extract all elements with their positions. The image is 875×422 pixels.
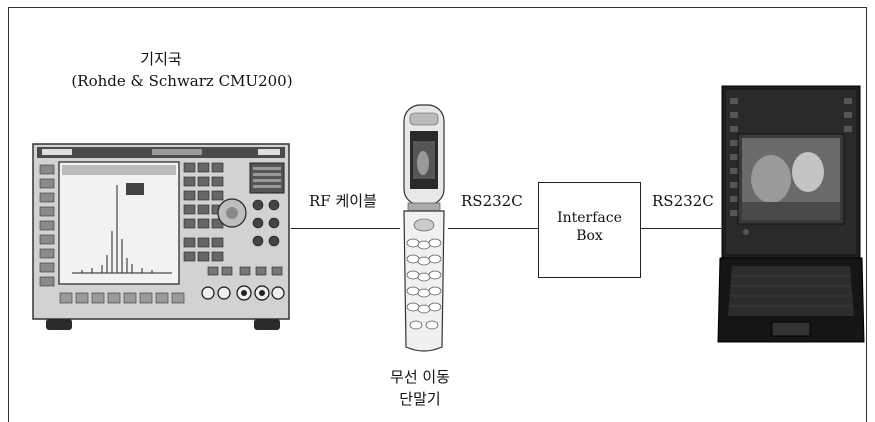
laptop-image [716,84,866,348]
rs232c-right-line [641,228,721,229]
rs232c-left-label: RS232C [461,192,523,210]
rs232c-right-label: RS232C [652,192,714,210]
mobile-label-line2: 단말기 [360,390,480,408]
rf-cable-line [291,228,400,229]
rf-cable-label: RF 케이블 [309,192,377,210]
mobile-phone-image [398,103,450,357]
interface-box-line1: Interface [539,210,640,227]
base-station-instrument-image [32,143,292,333]
base-station-title: 기지국 [110,50,212,68]
mobile-label-line1: 무선 이동 [360,368,480,386]
interface-box-line2: Box [539,228,640,245]
interface-box: Interface Box [538,182,641,278]
rs232c-left-line [448,228,538,229]
base-station-model: (Rohde & Schwarz CMU200) [52,72,312,90]
